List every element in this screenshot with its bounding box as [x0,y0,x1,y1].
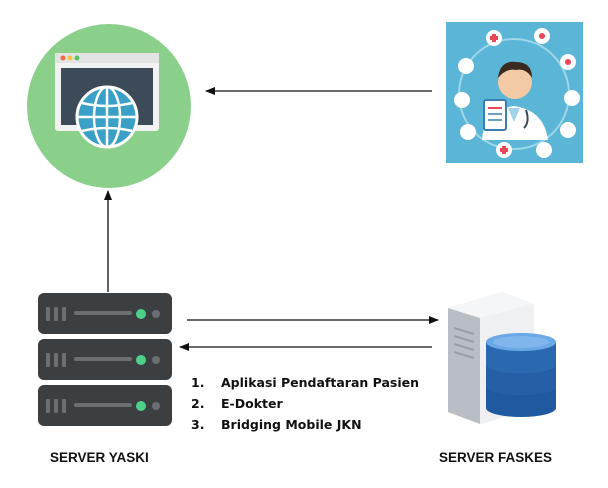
list-item: 1. Aplikasi Pendaftaran Pasien [191,372,419,393]
server-rack-icon [38,293,172,426]
database-server-icon [448,292,556,424]
doctor-medical-icon [446,22,583,163]
web-browser-globe-icon [27,24,191,188]
list-item-number: 2. [191,396,205,411]
list-item-number: 1. [191,375,205,390]
service-list: 1. Aplikasi Pendaftaran Pasien 2. E-Dokt… [191,372,419,435]
server-faskes-label: SERVER FASKES [439,450,553,465]
list-item: 2. E-Dokter [191,393,419,414]
list-item-number: 3. [191,417,205,432]
list-item-text: Bridging Mobile JKN [221,417,362,432]
list-item-text: Aplikasi Pendaftaran Pasien [221,375,419,390]
server-yaski-label: SERVER YASKI [50,450,149,465]
list-item-text: E-Dokter [221,396,283,411]
list-item: 3. Bridging Mobile JKN [191,414,419,435]
